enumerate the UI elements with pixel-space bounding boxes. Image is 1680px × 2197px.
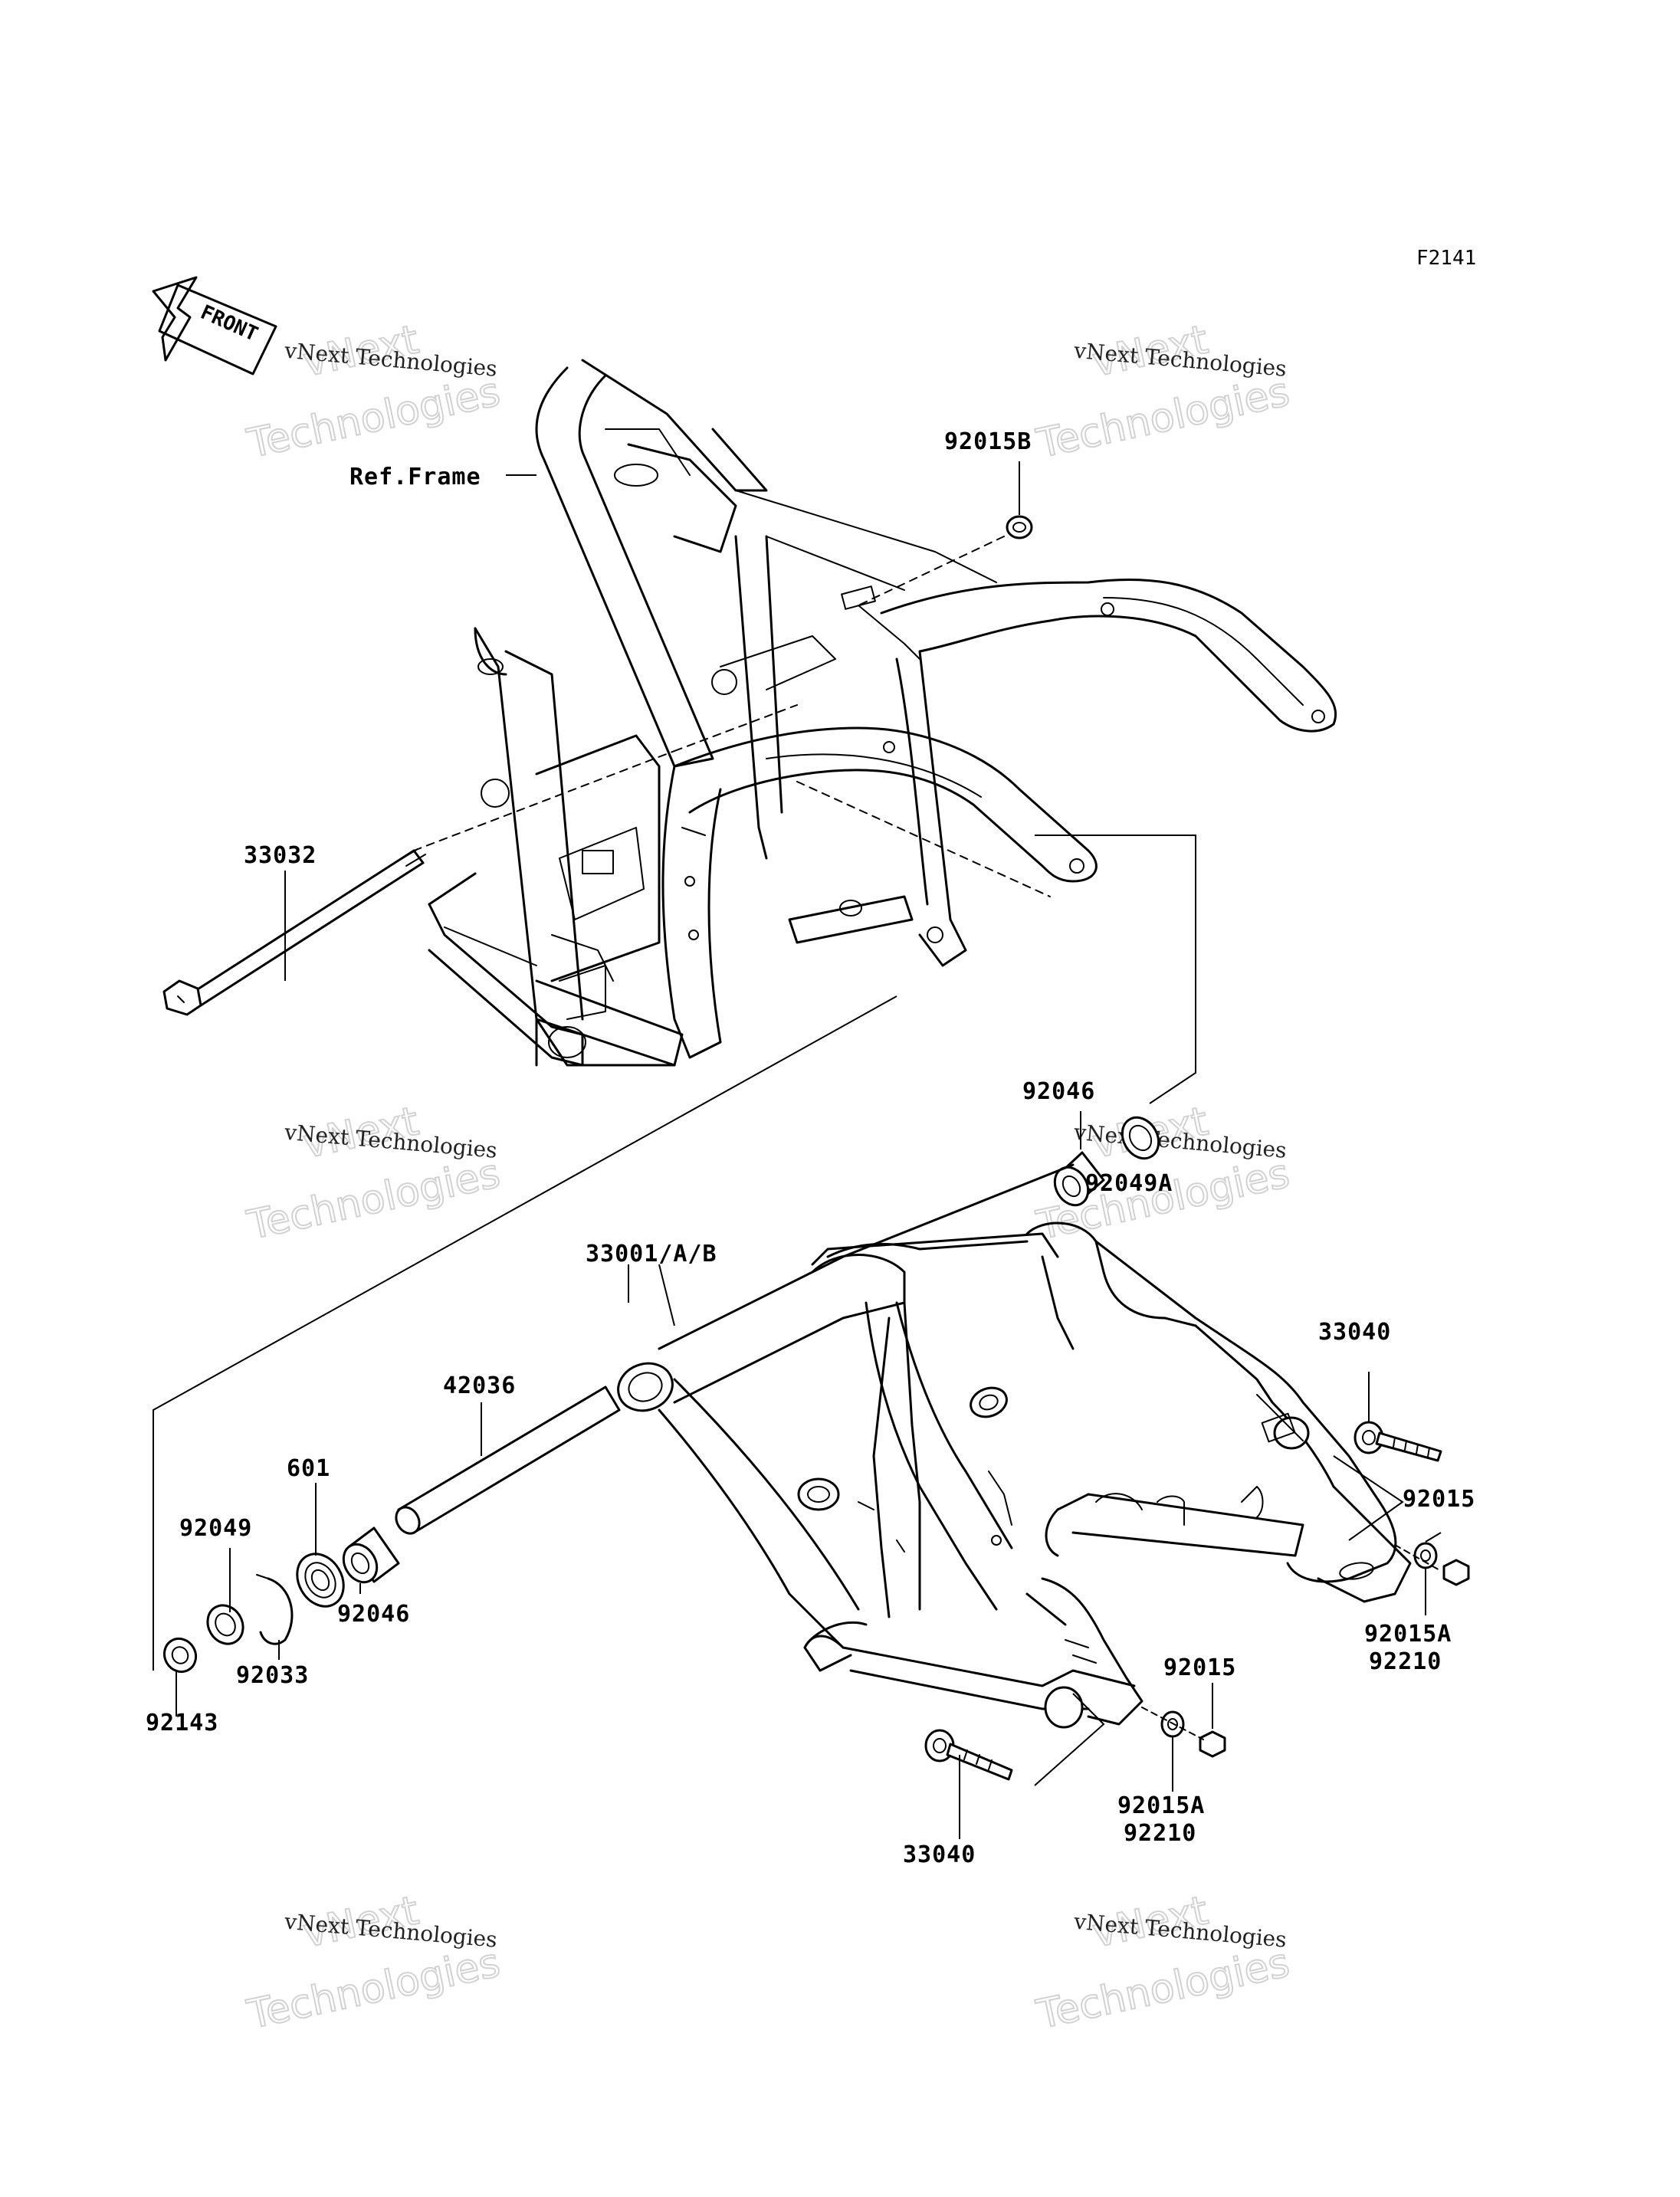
- part-92049-seal: [206, 1604, 244, 1645]
- part-92049A-seal: [1121, 1116, 1160, 1160]
- label-92015-mid: 92015: [1163, 1654, 1236, 1681]
- svg-text:Technologies: Technologies: [243, 1151, 504, 1249]
- label-42036: 42036: [443, 1372, 516, 1399]
- part-92015B-nut: [858, 461, 1033, 606]
- label-92143: 92143: [146, 1710, 218, 1736]
- part-42036-collar: [395, 1385, 621, 1535]
- part-92015-nut-mid: [1199, 1730, 1226, 1758]
- part-92015A-nut-right: [1413, 1542, 1438, 1569]
- part-92033-circlip: [256, 1574, 294, 1645]
- label-92015A-right: 92015A: [1364, 1621, 1452, 1648]
- part-33032-pivot-shaft: [162, 848, 426, 1016]
- label-92210-right: 92210: [1369, 1648, 1442, 1675]
- part-33040-adjuster-left: [924, 1729, 1013, 1839]
- watermark-top-right: vNext Technologies vNext Technologies: [1032, 316, 1294, 467]
- svg-text:Technologies: Technologies: [1032, 1940, 1293, 2038]
- svg-text:Technologies: Technologies: [1032, 369, 1293, 467]
- label-33001: 33001/A/B: [586, 1241, 717, 1267]
- label-92033: 92033: [236, 1662, 309, 1689]
- label-92015A-mid: 92015A: [1117, 1792, 1205, 1819]
- part-92015-nut-right: [1442, 1559, 1470, 1586]
- part-601-bearing: [296, 1553, 345, 1608]
- swingarm-drawing: [617, 1163, 1412, 1729]
- label-92015B: 92015B: [944, 428, 1032, 455]
- label-33032: 33032: [244, 842, 317, 869]
- part-92046-bearing-low: [342, 1526, 400, 1584]
- diagram-code: F2141: [1416, 247, 1476, 270]
- label-92049A: 92049A: [1085, 1170, 1173, 1197]
- label-601: 601: [287, 1455, 330, 1482]
- label-92015-right: 92015: [1403, 1486, 1475, 1513]
- label-33040-right: 33040: [1318, 1319, 1391, 1346]
- label-92210-mid: 92210: [1124, 1820, 1196, 1847]
- frame-drawing: [428, 359, 1337, 1067]
- part-92143-cap: [162, 1637, 198, 1674]
- part-33040-adjuster-right: [1354, 1372, 1442, 1462]
- watermark-bottom-left: vNext Technologies vNext Technologies: [242, 1887, 504, 2038]
- label-92049: 92049: [179, 1515, 252, 1542]
- label-92046-low: 92046: [337, 1601, 410, 1628]
- front-arrow-icon: FRONT: [152, 276, 277, 375]
- label-ref-frame: Ref.Frame: [349, 464, 481, 490]
- watermark-top-left: vNext Technologies vNext Technologies: [242, 316, 504, 467]
- watermark-mid-left: vNext Technologies vNext Technologies: [242, 1097, 504, 1249]
- label-33040-left: 33040: [903, 1841, 976, 1868]
- svg-text:Technologies: Technologies: [243, 1940, 504, 2038]
- label-92046-top: 92046: [1022, 1078, 1095, 1105]
- watermark-bottom-right: vNext Technologies vNext Technologies: [1032, 1887, 1294, 2038]
- svg-text:Technologies: Technologies: [243, 369, 504, 467]
